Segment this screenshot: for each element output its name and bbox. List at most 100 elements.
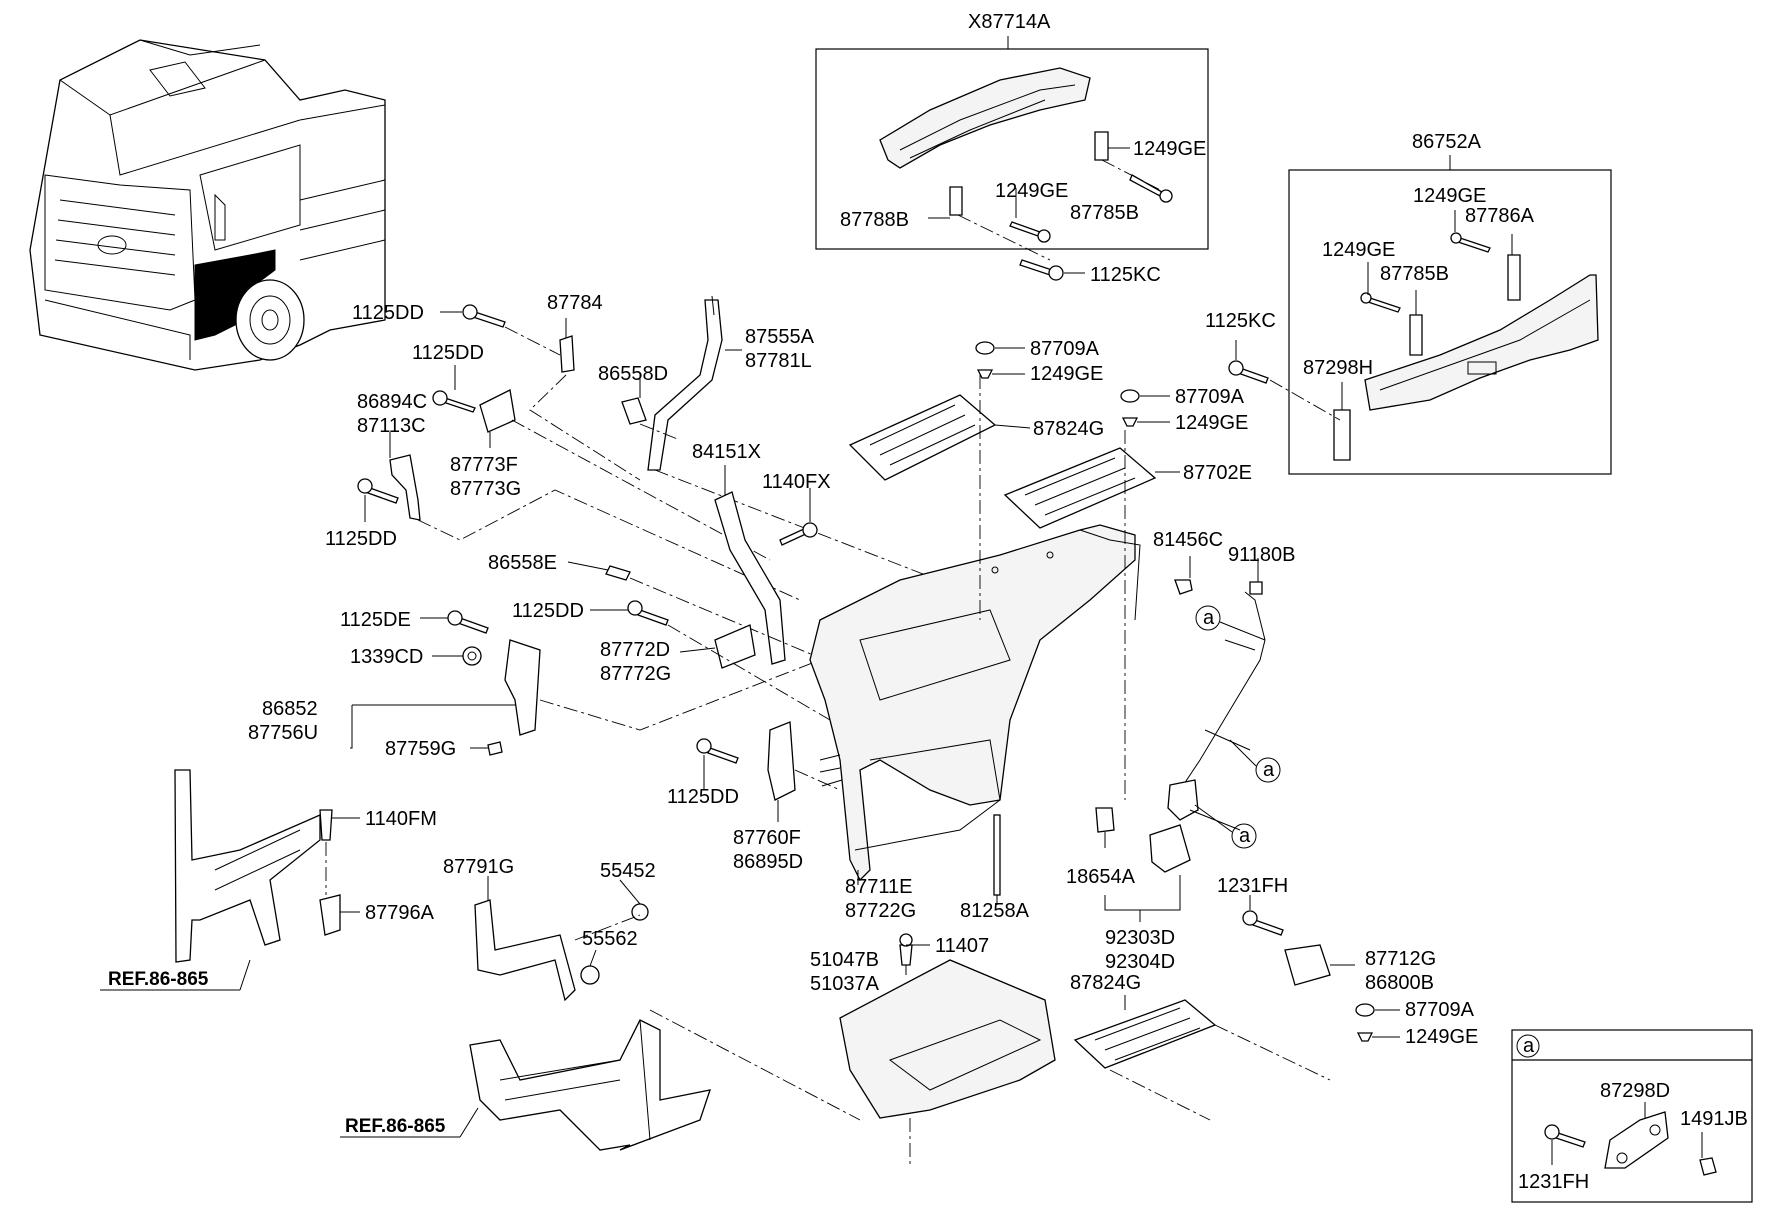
marker-a-1	[1195, 605, 1266, 641]
label-87555a: 87555A	[745, 326, 815, 348]
label-91180b: 91180B	[1228, 544, 1295, 566]
step-pad-87702e	[1003, 430, 1180, 800]
box-86752a	[1288, 155, 1612, 475]
label-92303d: 92303D	[1105, 927, 1175, 949]
label-1231fh: 1231FH	[1217, 875, 1288, 897]
label-1125dd: 1125DD	[667, 786, 739, 808]
label-87760f: 87760F	[733, 827, 801, 849]
bracket-86852	[350, 610, 821, 756]
bracket-87772d	[590, 600, 831, 721]
label-1249ge: 1249GE	[1133, 138, 1206, 160]
label-87722g: 87722G	[845, 900, 916, 922]
label-87113c: 87113C	[357, 415, 426, 437]
label-87772g: 87772G	[600, 663, 671, 685]
label-1125kc: 1125KC	[1205, 310, 1276, 332]
step-pad-87824g-b	[1073, 995, 1331, 1121]
bracket-87791g	[474, 876, 649, 1002]
step-housing-87711e	[809, 524, 1141, 885]
ref-label: REF.86-865	[345, 1116, 446, 1137]
label-1125dd: 1125DD	[412, 342, 484, 364]
label-87784: 87784	[547, 292, 603, 314]
label-86752a: 86752A	[1412, 131, 1482, 153]
label-87709a: 87709A	[1030, 338, 1100, 360]
label-87824g: 87824G	[1070, 972, 1141, 994]
label-1249ge: 1249GE	[1175, 412, 1248, 434]
label-86558e: 86558E	[488, 552, 557, 574]
truck-illustration	[29, 39, 386, 371]
inset-box-a	[1511, 1029, 1753, 1203]
marker-a-2	[1229, 739, 1281, 783]
marker-a-label: a	[1203, 607, 1215, 629]
label-1140fx: 1140FX	[762, 471, 831, 493]
cap-87709a-b	[1120, 389, 1170, 427]
label-1249ge: 1249GE	[1322, 239, 1395, 261]
label-87824g: 87824G	[1033, 418, 1104, 440]
frame-lower-left	[469, 1009, 861, 1151]
cap-87709a-a	[975, 341, 1025, 379]
label-86852: 86852	[262, 698, 318, 720]
step-pad-87824g-a	[848, 375, 1031, 620]
label-87711e: 87711E	[845, 876, 912, 898]
module-87712g	[1242, 895, 1355, 986]
label-1125dd: 1125DD	[512, 600, 584, 622]
label-87759g: 87759G	[385, 738, 456, 760]
label-86895d: 86895D	[733, 851, 803, 873]
ref-1-leader	[100, 959, 251, 991]
label-87773f: 87773F	[450, 454, 518, 476]
harness-91180b	[1167, 558, 1266, 831]
label-87298d: 87298D	[1600, 1080, 1670, 1102]
label-1491jb: 1491JB	[1680, 1108, 1748, 1130]
bulb-81456c	[1174, 556, 1193, 595]
socket-18654a	[1095, 807, 1115, 848]
bolt-1249ge-box-a	[1129, 174, 1173, 203]
cap-87709a-c	[1355, 1003, 1400, 1042]
ref-label: REF.86-865	[108, 969, 209, 990]
ref-2-leader	[340, 1107, 479, 1138]
label-1125dd: 1125DD	[325, 528, 397, 550]
bracket-87555a	[647, 295, 991, 601]
label-1125dd: 1125DD	[352, 302, 424, 324]
label-86894c: 86894C	[357, 391, 427, 413]
marker-a-label: a	[1523, 1035, 1535, 1057]
label-81456c: 81456C	[1153, 529, 1223, 551]
label-87781l: 87781L	[745, 350, 812, 372]
label-87772d: 87772D	[600, 639, 670, 661]
label-1231fh: 1231FH	[1518, 1171, 1589, 1193]
label-1249ge: 1249GE	[1030, 363, 1103, 385]
label-1140fm: 1140FM	[365, 808, 437, 830]
frame-upper-left	[174, 769, 360, 963]
bracket-84151x	[714, 465, 786, 665]
label-92304d: 92304D	[1105, 951, 1175, 973]
label-87298h: 87298H	[1303, 357, 1373, 379]
rod-81258a	[993, 814, 1001, 905]
marker-a-label: a	[1239, 825, 1251, 847]
box-x87714a	[815, 36, 1209, 261]
label-x87714a: X87714A	[968, 11, 1051, 33]
bolt-1249ge-box-b	[1009, 221, 1051, 243]
label-1125kc: 1125KC	[1090, 264, 1161, 286]
bolt-1125kc-a	[1019, 259, 1085, 281]
marker-a-3	[1194, 804, 1257, 849]
label-87702e: 87702E	[1183, 462, 1252, 484]
lamp-92303d	[1104, 824, 1191, 922]
label-87785b: 87785B	[1380, 263, 1449, 285]
label-87791g: 87791G	[443, 856, 514, 878]
pin-86558d	[621, 374, 681, 441]
label-87712g: 87712G	[1365, 948, 1436, 970]
bracket-87760f	[696, 721, 841, 822]
label-87709a: 87709A	[1175, 386, 1245, 408]
label-1339cd: 1339CD	[350, 646, 423, 668]
bolt-1125kc-b	[1228, 340, 1341, 421]
label-18654a: 18654A	[1066, 866, 1136, 888]
label-1249ge: 1249GE	[1413, 185, 1486, 207]
label-11407: 11407	[935, 935, 989, 957]
label-81258a: 81258A	[960, 900, 1030, 922]
label-55452: 55452	[600, 860, 656, 882]
label-51037a: 51037A	[810, 973, 880, 995]
label-87796a: 87796A	[365, 902, 435, 924]
lower-step-51047b	[839, 933, 1056, 1165]
label-51047b: 51047B	[810, 949, 879, 971]
labels: X87714A 1249GE 1249GE 87788B 87785B 1125…	[108, 11, 1748, 1193]
label-87788b: 87788B	[840, 209, 909, 231]
label-1125de: 1125DE	[340, 609, 411, 631]
